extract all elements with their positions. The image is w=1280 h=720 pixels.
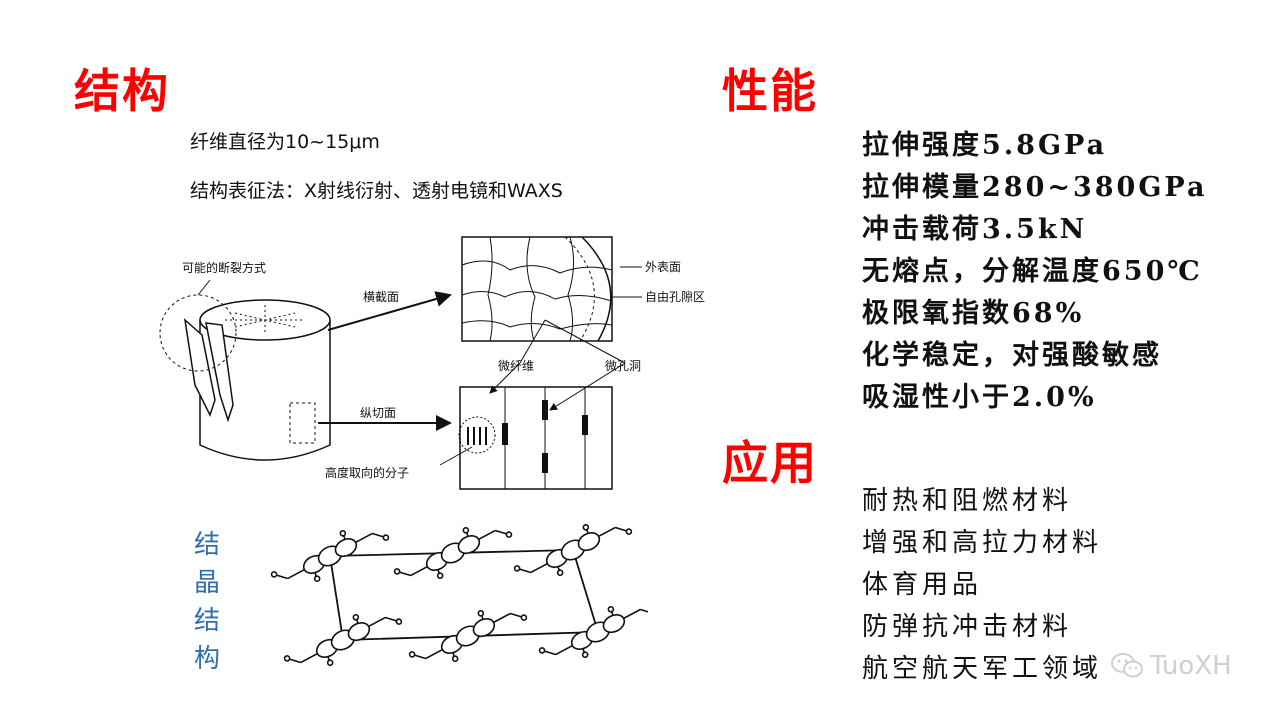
oriented-molecules xyxy=(467,427,487,445)
micropore-marks xyxy=(502,400,588,473)
fracture-highlight-circle xyxy=(159,294,237,372)
application-list: 耐热和阻燃材料 增强和高拉力材料 体育用品 防弹抗冲击材料 航空航天军工领域 xyxy=(862,480,1102,690)
application-heading: 应用 xyxy=(722,436,818,490)
longitudinal-section-panel xyxy=(458,386,613,490)
longitudinal-section-patch xyxy=(289,402,316,444)
performance-item: 极限氧指数68% xyxy=(862,298,1085,329)
fiber-diameter-text: 纤维直径为10~15μm xyxy=(190,131,380,153)
application-item: 增强和高拉力材料 xyxy=(862,528,1103,558)
performance-item: 化学稳定，对强酸敏感 xyxy=(862,340,1162,371)
performance-item: 拉伸强度5.8GPa xyxy=(862,130,1108,161)
crystal-label-char: 结 xyxy=(193,530,220,560)
performance-item: 拉伸模量280~380GPa xyxy=(862,172,1208,203)
crystal-lattice-diagram xyxy=(270,524,648,666)
crystal-structure-label: 结 晶 结 构 xyxy=(192,526,222,678)
application-item: 航空航天军工领域 xyxy=(862,654,1103,684)
microfibril-network xyxy=(461,236,613,342)
polymer-chain-molecule xyxy=(513,524,633,576)
performance-item: 冲击载荷3.5kN xyxy=(862,214,1088,245)
polymer-chain-molecule xyxy=(408,610,528,662)
polymer-chain-molecule xyxy=(283,614,403,666)
label-longitudinal-section: 纵切面 xyxy=(360,406,396,420)
cross-section-panel xyxy=(461,236,613,342)
label-micropore: 微孔洞 xyxy=(605,359,641,373)
performance-item: 无熔点，分解温度650℃ xyxy=(862,256,1203,287)
application-item: 耐热和阻燃材料 xyxy=(862,486,1073,516)
polymer-chain-molecule xyxy=(538,606,648,658)
watermark: TuoXH xyxy=(1110,648,1232,684)
label-fracture: 可能的断裂方式 xyxy=(182,260,266,275)
microfibril-pointer-a xyxy=(519,319,546,364)
wechat-icon xyxy=(1111,653,1143,678)
application-item: 体育用品 xyxy=(862,570,983,600)
crystal-label-char: 结 xyxy=(193,606,220,636)
crystal-label-char: 晶 xyxy=(193,568,220,598)
cross-section-texture xyxy=(225,305,305,335)
fracture-strip xyxy=(183,318,216,417)
microfibril-pointer-b xyxy=(489,362,521,394)
free-pore-boundary xyxy=(564,236,595,342)
outer-surface-boundary xyxy=(581,236,612,342)
label-microfibril: 微纤维 xyxy=(498,359,534,373)
fiber-cylinder-body xyxy=(199,320,331,461)
fracture-pointer xyxy=(197,279,211,296)
polymer-chain-molecule xyxy=(270,530,390,582)
application-item: 防弹抗冲击材料 xyxy=(862,612,1073,642)
cross-section-arrow xyxy=(327,291,452,331)
watermark-text: TuoXH xyxy=(1150,651,1232,681)
performance-heading: 性能 xyxy=(722,64,818,118)
label-outer-surface: 外表面 xyxy=(645,260,681,274)
structure-heading: 结构 xyxy=(74,64,170,118)
oriented-molecule-pointer xyxy=(439,446,473,466)
characterization-text: 结构表征法：X射线衍射、透射电镜和WAXS xyxy=(190,180,563,202)
polymer-chain-molecule xyxy=(393,527,513,579)
performance-item: 吸湿性小于2.0% xyxy=(862,382,1097,413)
fracture-strip xyxy=(205,322,234,423)
label-free-pore-zone: 自由孔隙区 xyxy=(645,290,705,304)
label-oriented-molecules: 高度取向的分子 xyxy=(325,465,409,480)
micropore-pointer-a xyxy=(544,319,626,364)
label-cross-section: 横截面 xyxy=(363,290,399,304)
fiber-structure-diagram: 可能的断裂方式 横截面 外表面 自由孔隙区 微纤维 微孔洞 纵切面 高度取向的分… xyxy=(159,236,705,490)
crystal-label-char: 构 xyxy=(193,644,220,674)
micropore-pointer-b xyxy=(549,362,626,411)
oriented-molecule-circle xyxy=(458,416,496,454)
performance-list: 拉伸强度5.8GPa 拉伸模量280~380GPa 冲击载荷3.5kN 无熔点，… xyxy=(862,125,1207,419)
